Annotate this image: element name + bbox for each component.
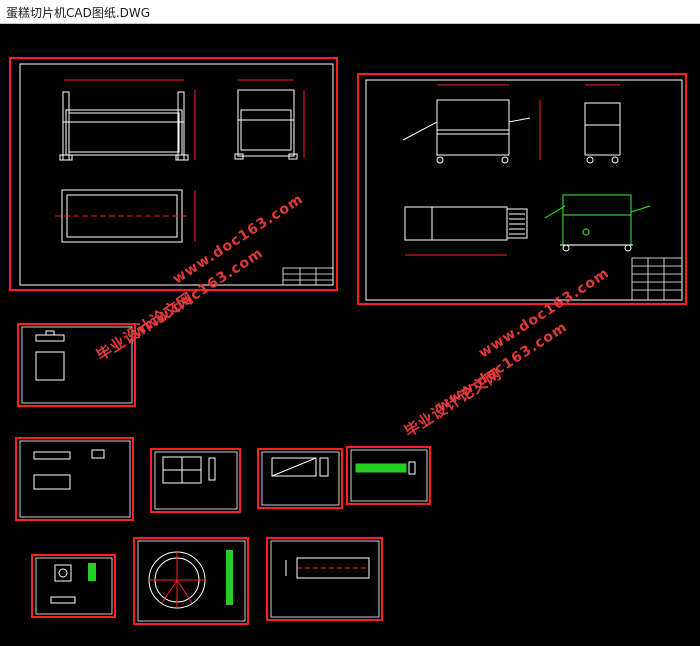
sheet-part-2[interactable] xyxy=(15,437,134,521)
window-titlebar: 蛋糕切片机CAD图纸.DWG xyxy=(0,0,700,24)
sheet-part-5[interactable] xyxy=(346,446,431,505)
sheet-part-4[interactable] xyxy=(257,448,343,509)
sheet-part-8[interactable] xyxy=(266,537,383,621)
sheet-machine-assembly[interactable] xyxy=(357,73,687,305)
sheet-part-1[interactable] xyxy=(17,323,136,407)
sheet-blade-disc[interactable] xyxy=(133,537,249,625)
sheet-assembly-frame[interactable] xyxy=(9,57,338,291)
cad-drawing-canvas[interactable] xyxy=(0,24,700,646)
window-title: 蛋糕切片机CAD图纸.DWG xyxy=(6,6,151,20)
sheet-part-3[interactable] xyxy=(150,448,241,513)
sheet-part-6[interactable] xyxy=(31,554,116,618)
